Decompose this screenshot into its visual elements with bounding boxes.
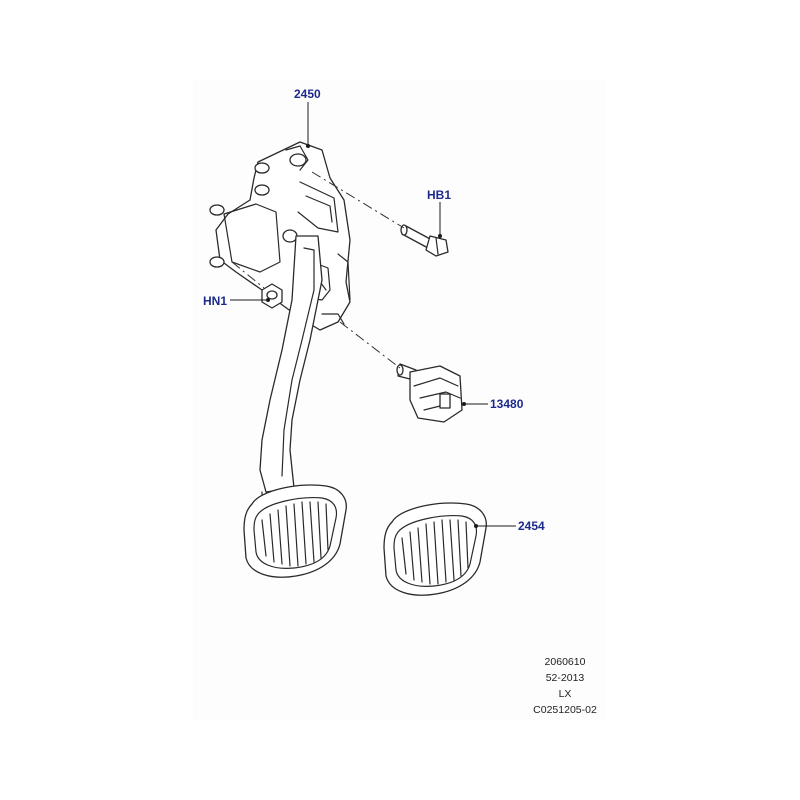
- info-date: 52-2013: [545, 672, 585, 684]
- callout-2450: 2450: [294, 87, 321, 101]
- centre-lines: [231, 171, 405, 369]
- callout-2454: 2454: [518, 519, 545, 533]
- info-ref: C0251205-02: [533, 704, 597, 716]
- callout-13480: 13480: [490, 397, 524, 411]
- illustration-info-block: 2060610 52-2013 LX C0251205-02: [505, 654, 625, 718]
- leader-lines: [230, 102, 516, 528]
- info-model: LX: [558, 688, 572, 700]
- nut: [261, 283, 283, 309]
- pedal-pad-left: [243, 484, 347, 578]
- pedal-pad-right: [383, 502, 487, 596]
- callout-hn1: HN1: [203, 294, 227, 308]
- info-code: 2060610: [544, 656, 586, 668]
- bolt: [400, 224, 449, 257]
- callout-hb1: HB1: [427, 188, 451, 202]
- pedal-switch: [396, 363, 463, 423]
